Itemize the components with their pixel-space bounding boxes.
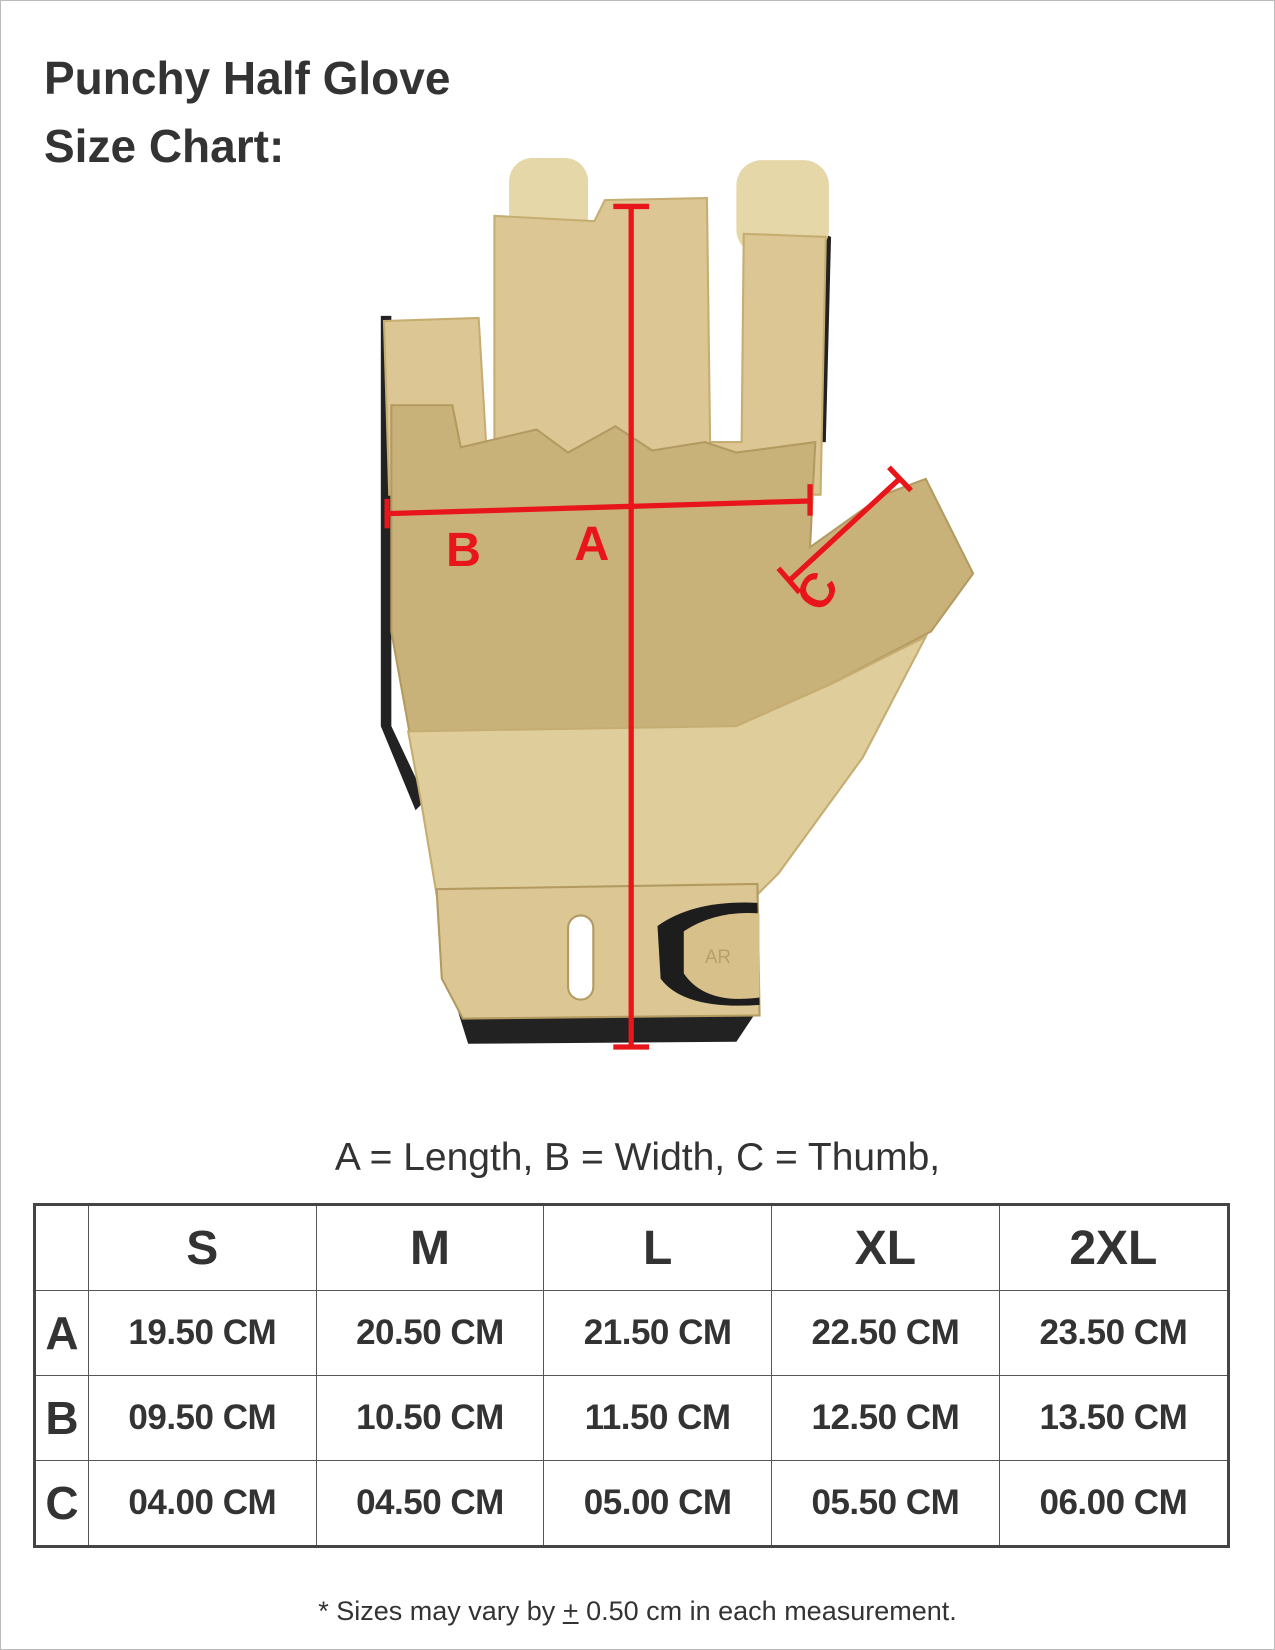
- row-label: B: [34, 1375, 89, 1461]
- table-cell: 19.50 CM: [87, 1290, 317, 1376]
- size-header: 2XL: [998, 1204, 1230, 1291]
- table-row: B 09.50 CM 10.50 CM 11.50 CM 12.50 CM 13…: [34, 1375, 1230, 1461]
- size-header: S: [87, 1204, 317, 1291]
- table-cell: 12.50 CM: [771, 1375, 1000, 1461]
- table-cell: 11.50 CM: [543, 1375, 773, 1461]
- size-table: S M L XL 2XL A 19.50 CM 20.50 CM 21.50 C…: [33, 1203, 1230, 1548]
- size-header: M: [315, 1204, 545, 1291]
- glove-illustration: AR: [380, 158, 975, 1044]
- measurement-lines: [384, 203, 913, 1050]
- measure-line-b: [387, 498, 811, 517]
- row-label: C: [34, 1460, 89, 1547]
- table-row: A 19.50 CM 20.50 CM 21.50 CM 22.50 CM 23…: [34, 1290, 1230, 1376]
- table-cell: 04.50 CM: [315, 1460, 545, 1547]
- size-header: L: [543, 1204, 773, 1291]
- table-corner-cell: [34, 1204, 89, 1291]
- table-header-row: S M L XL 2XL: [34, 1204, 1230, 1291]
- label-a: A: [574, 517, 609, 571]
- table-cell: 21.50 CM: [543, 1290, 773, 1376]
- footnote: * Sizes may vary by + 0.50 cm in each me…: [0, 1596, 1275, 1627]
- table-cell: 05.50 CM: [771, 1460, 1000, 1547]
- plus-minus-symbol: +: [562, 1596, 579, 1626]
- table-cell: 23.50 CM: [998, 1290, 1230, 1376]
- size-header: XL: [771, 1204, 1000, 1291]
- footnote-prefix: * Sizes may vary by: [318, 1596, 563, 1626]
- table-cell: 13.50 CM: [998, 1375, 1230, 1461]
- table-cell: 22.50 CM: [771, 1290, 1000, 1376]
- table-cell: 10.50 CM: [315, 1375, 545, 1461]
- table-cell: 06.00 CM: [998, 1460, 1230, 1547]
- measurement-legend: A = Length, B = Width, C = Thumb,: [334, 1136, 941, 1179]
- row-label: A: [34, 1290, 89, 1376]
- measure-line-c: [787, 476, 902, 583]
- title-line-1: Punchy Half Glove: [44, 52, 451, 104]
- page-title: Punchy Half Glove Size Chart:: [44, 44, 450, 180]
- table-row: C 04.00 CM 04.50 CM 05.00 CM 05.50 CM 06…: [34, 1460, 1230, 1547]
- table-cell: 04.00 CM: [87, 1460, 317, 1547]
- footnote-suffix: 0.50 cm in each measurement.: [578, 1596, 957, 1626]
- table-cell: 09.50 CM: [87, 1375, 317, 1461]
- table-cell: 05.00 CM: [543, 1460, 773, 1547]
- brand-mark: AR: [705, 947, 731, 968]
- table-cell: 20.50 CM: [315, 1290, 545, 1376]
- label-b: B: [446, 523, 481, 577]
- title-line-2: Size Chart:: [44, 120, 285, 172]
